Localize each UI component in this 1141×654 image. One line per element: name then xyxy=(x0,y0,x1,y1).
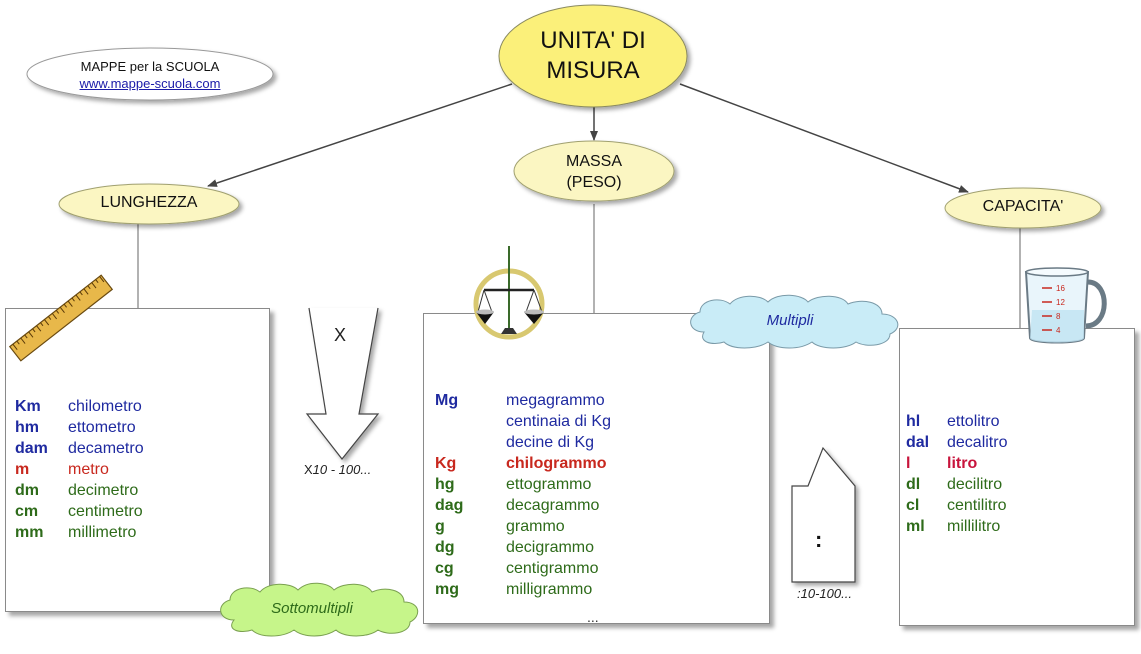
connector-root-capacita xyxy=(679,83,969,193)
unit-abbr: cg xyxy=(435,560,454,577)
unit-abbr: cl xyxy=(906,497,920,514)
jug-mark-label: 4 xyxy=(1056,326,1061,335)
massa-node-line1: MASSA xyxy=(565,153,622,170)
cloud-sottomultipli-label: Sottomultipli xyxy=(271,600,353,617)
unit-name: ettometro xyxy=(68,419,136,436)
unit-abbr: dl xyxy=(906,476,921,493)
unit-name: chilometro xyxy=(68,398,142,415)
cloud-multipli-shape xyxy=(690,294,899,349)
unit-abbr: dam xyxy=(15,440,48,457)
up-arrow-caption: :10-100... xyxy=(797,586,852,601)
up-arrow-symbol: : xyxy=(815,527,823,552)
unit-abbr: Kg xyxy=(435,455,457,472)
unit-name: metro xyxy=(68,461,109,478)
unit-name: millilitro xyxy=(947,518,1001,535)
unit-name: centinaia di Kg xyxy=(506,413,611,430)
unit-abbr: Km xyxy=(15,398,41,415)
credit-ellipse xyxy=(26,47,274,101)
unit-abbr: dal xyxy=(906,434,930,451)
cloud-sottomultipli xyxy=(220,582,419,637)
massa-node-label: MASSA (PESO) xyxy=(530,151,658,193)
credit-line1: MAPPE per la SCUOLA xyxy=(80,59,220,74)
unit-name: litro xyxy=(947,455,978,472)
unit-name: centilitro xyxy=(947,497,1007,514)
jug-mark-label: 12 xyxy=(1056,298,1065,307)
unit-abbr: Mg xyxy=(435,392,459,409)
unit-abbr: mm xyxy=(15,524,44,541)
lunghezza-node-label: LUNGHEZZA xyxy=(100,194,198,211)
lunghezza-node-ellipse xyxy=(58,183,240,225)
unit-abbr: dag xyxy=(435,497,464,514)
unit-abbr: m xyxy=(15,461,30,478)
unit-name: ettolitro xyxy=(947,413,1000,430)
jug-mark-label: 8 xyxy=(1056,312,1061,321)
ruler-icon xyxy=(8,274,114,362)
unit-name: decagrammo xyxy=(506,497,600,514)
connector-root-lunghezza xyxy=(207,83,513,187)
cloud-multipli xyxy=(690,294,899,349)
unit-name: decalitro xyxy=(947,434,1008,451)
root-node-title: UNITA' DI MISURA xyxy=(510,26,676,86)
unit-abbr: ml xyxy=(906,518,925,535)
down-arrow-multiply xyxy=(305,307,380,460)
lunghezza-box: Km chilometro hm ettometro dam decametro m metr… xyxy=(5,308,270,612)
unit-abbr: hg xyxy=(435,476,455,493)
down-arrow-caption: X10 - 100... xyxy=(304,462,371,477)
up-arrow-divide xyxy=(791,446,856,583)
balance-scale-icon xyxy=(473,246,545,340)
capacita-node-label: CAPACITA' xyxy=(982,198,1064,215)
cloud-multipli-label: Multipli xyxy=(766,312,814,329)
unit-name: centigrammo xyxy=(506,560,599,577)
measuring-jug-icon: 16 12 8 4 xyxy=(1024,267,1107,344)
root-node-line2: MISURA xyxy=(546,57,640,84)
unit-abbr: g xyxy=(435,518,445,535)
unit-abbr: hl xyxy=(906,413,921,430)
credit-text: MAPPE per la SCUOLA www.mappe-scuola.com xyxy=(40,58,260,92)
credit-link[interactable]: www.mappe-scuola.com xyxy=(79,76,221,91)
unit-name: chilogrammo xyxy=(506,455,607,472)
unit-name: grammo xyxy=(506,518,565,535)
unit-name: millimetro xyxy=(68,524,137,541)
unit-name: decametro xyxy=(68,440,144,457)
cloud-sottomultipli-shape xyxy=(220,582,419,637)
unit-name: megagrammo xyxy=(506,392,605,409)
massa-node-line2: (PESO) xyxy=(566,174,622,191)
root-node-line1: UNITA' DI xyxy=(540,27,646,54)
massa-node-ellipse xyxy=(513,140,675,202)
unit-abbr: l xyxy=(906,455,911,472)
down-arrow-caption-x: X xyxy=(304,462,313,477)
unit-abbr: cm xyxy=(15,503,39,520)
massa-box: Mg megagrammo centinaia di Kg decine di Kg K… xyxy=(423,313,770,625)
capacita-node-ellipse xyxy=(944,187,1102,229)
unit-name: centimetro xyxy=(68,503,143,520)
unit-name: decine di Kg xyxy=(506,434,595,451)
jug-mark-label: 16 xyxy=(1056,284,1065,293)
unit-name: milligrammo xyxy=(506,581,593,598)
unit-abbr: hm xyxy=(15,419,39,436)
unit-name: decigrammo xyxy=(506,539,595,556)
down-arrow-symbol: X xyxy=(334,325,347,345)
unit-name: decilitro xyxy=(947,476,1003,493)
down-arrow-caption-value: 10 - 100... xyxy=(312,462,372,477)
unit-name: decimetro xyxy=(68,482,139,499)
unit-abbr: dg xyxy=(435,539,455,556)
capacita-box: hl ettolitro dal decalitro l litro dl decilitro… xyxy=(899,328,1135,626)
unit-abbr: mg xyxy=(435,581,459,598)
unit-name: ettogrammo xyxy=(506,476,592,493)
root-node-ellipse xyxy=(498,4,688,108)
massa-ellipsis: ... xyxy=(587,609,599,625)
unit-abbr: dm xyxy=(15,482,39,499)
